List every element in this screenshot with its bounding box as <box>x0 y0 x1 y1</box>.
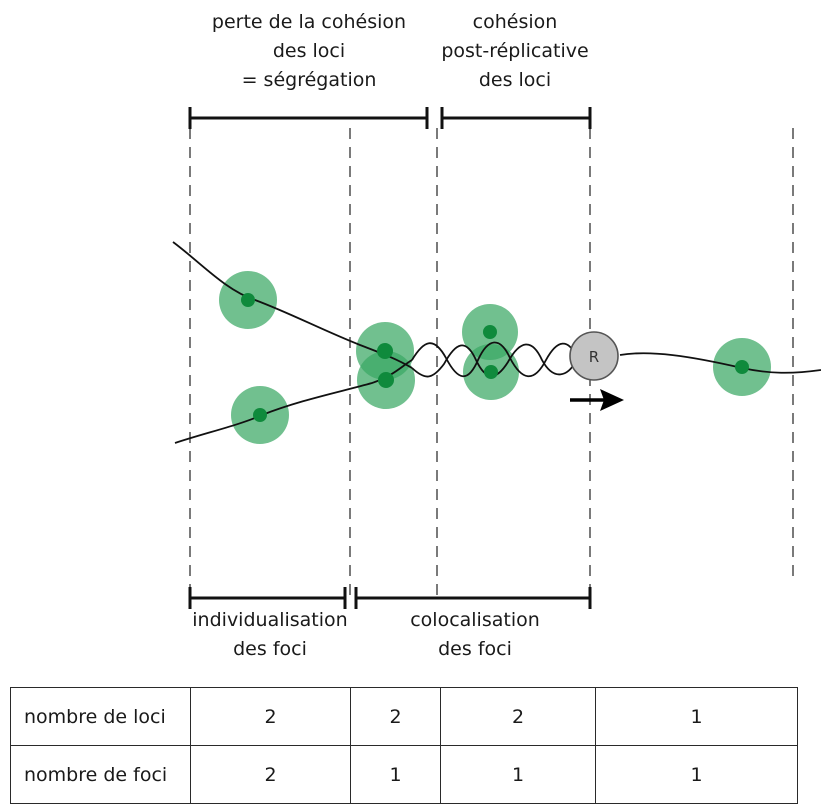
table-row-foci: nombre de foci 2 1 1 1 <box>10 745 798 804</box>
table-cell: 1 <box>595 687 798 746</box>
label-loci-segregation: perte de la cohésion des loci = ségrégat… <box>211 11 407 91</box>
label-post-replicative-cohesion: cohésion post-réplicative des loci <box>441 11 589 91</box>
table-cell: 1 <box>440 745 596 804</box>
focus-core <box>241 293 255 307</box>
intertwined-strand-b <box>411 341 577 378</box>
focus-core <box>378 372 394 388</box>
bracket-top-segregation <box>188 107 429 129</box>
table-cell: 2 <box>190 745 351 804</box>
row-header-foci: nombre de foci <box>10 745 191 804</box>
row-header-loci: nombre de loci <box>10 687 191 746</box>
table-cell: 2 <box>190 687 351 746</box>
foci-cores <box>241 293 749 422</box>
bracket-top-cohesion <box>440 107 592 129</box>
table-cell: 1 <box>595 745 798 804</box>
focus-core <box>253 408 267 422</box>
table-cell: 2 <box>350 687 441 746</box>
table-row-loci: nombre de loci 2 2 2 1 <box>10 687 798 746</box>
table-cell: 2 <box>440 687 596 746</box>
arrow-right-icon <box>570 389 624 411</box>
focus-core <box>735 360 749 374</box>
replisome-label: R <box>589 348 599 366</box>
bracket-bottom-colocalisation <box>354 587 592 609</box>
focus-core <box>483 325 497 339</box>
bracket-bottom-individualisation <box>188 587 347 609</box>
loci-foci-table: nombre de loci 2 2 2 1 nombre de foci 2 … <box>10 687 798 804</box>
lower-daughter-strand <box>174 359 413 444</box>
replisome-circle <box>569 331 619 381</box>
replication-diagram: R <box>172 107 821 609</box>
label-foci-individualisation: individualisation des foci <box>192 609 348 660</box>
dna-strands <box>172 241 821 444</box>
table-cell: 1 <box>350 745 441 804</box>
label-foci-colocalisation: colocalisation des foci <box>410 609 540 660</box>
focus-core <box>377 343 393 359</box>
replisome: R <box>569 331 619 381</box>
focus-core <box>484 365 498 379</box>
